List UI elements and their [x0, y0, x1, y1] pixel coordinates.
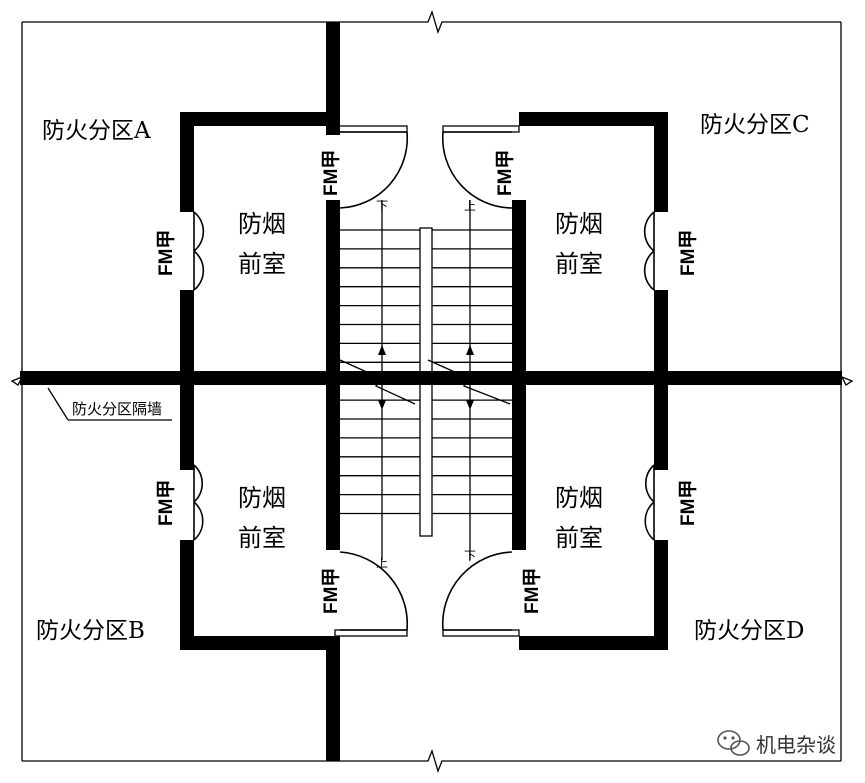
stair-mark-up-top: 上	[464, 199, 476, 213]
anteroom-label-upper-right: 防烟 前室	[555, 210, 603, 278]
door-tag: FM甲	[678, 480, 699, 526]
door-tag: FM甲	[495, 150, 516, 196]
partition-wall-bottom	[326, 636, 340, 761]
anteroom-line2: 前室	[238, 250, 286, 278]
watermark: 机电杂谈	[717, 730, 836, 757]
wechat-icon	[717, 730, 750, 756]
door-bottom-left	[339, 551, 409, 631]
door-tag: FM甲	[156, 230, 177, 276]
door-tag: FM甲	[321, 150, 342, 196]
anteroom-label-lower-right: 防烟 前室	[555, 484, 603, 552]
door-right-upper	[643, 211, 655, 291]
partition-wall-top	[326, 22, 340, 135]
anteroom-line2: 前室	[555, 250, 603, 278]
stair-mark-down-top: 下	[376, 199, 388, 213]
anteroom-line1: 防烟	[555, 484, 603, 512]
watermark-text: 机电杂谈	[756, 733, 836, 757]
door-top-left	[339, 131, 409, 209]
door-tag: FM甲	[678, 230, 699, 276]
door-left-upper	[193, 211, 205, 291]
partition-label: 防火分区隔墙	[72, 400, 162, 418]
door-top-right	[441, 131, 513, 209]
zone-label-d: 防火分区D	[694, 618, 804, 644]
walls	[20, 22, 842, 761]
zone-label-b: 防火分区B	[36, 618, 145, 644]
stair-arrows	[339, 200, 511, 560]
stair-mark-up-bottom: 上	[376, 556, 388, 570]
door-tag: FM甲	[522, 568, 543, 614]
partition-wall	[20, 371, 842, 385]
door-bottom-right	[441, 551, 513, 631]
door-tag: FM甲	[321, 568, 342, 614]
anteroom-line1: 防烟	[238, 210, 286, 238]
anteroom-line1: 防烟	[238, 484, 286, 512]
partition-callout: 防火分区隔墙	[47, 387, 172, 421]
door-left-lower	[193, 464, 204, 541]
door-right-lower	[644, 464, 655, 541]
zone-label-c: 防火分区C	[700, 112, 810, 138]
anteroom-label-upper-left: 防烟 前室	[238, 210, 286, 278]
anteroom-line2: 前室	[238, 524, 286, 552]
anteroom-line1: 防烟	[555, 210, 603, 238]
outer-frame	[10, 10, 854, 773]
zone-label-a: 防火分区A	[42, 118, 151, 144]
stair-mark-down-bottom: 下	[464, 549, 476, 563]
door-tag: FM甲	[156, 480, 177, 526]
anteroom-line2: 前室	[555, 524, 603, 552]
anteroom-label-lower-left: 防烟 前室	[238, 484, 286, 552]
